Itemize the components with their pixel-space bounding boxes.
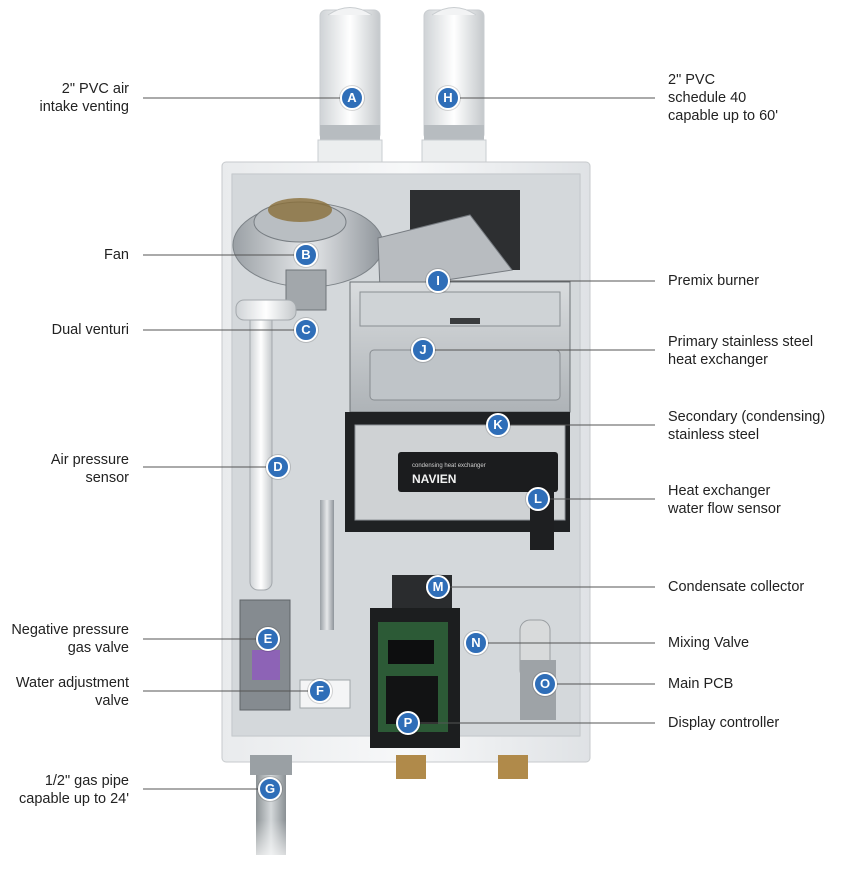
label-g: 1/2" gas pipe capable up to 24' (19, 772, 129, 808)
unit-tagline: condensing heat exchanger (412, 463, 486, 469)
marker-b: B (294, 243, 318, 267)
label-d-line-2: sensor (85, 470, 129, 486)
label-i-line-1: Premix burner (668, 273, 760, 289)
lower-components (370, 490, 556, 748)
bottom-pipes (250, 755, 528, 872)
label-c: Dual venturi (52, 321, 129, 339)
label-e-line-1: Negative pressure (11, 622, 129, 638)
label-b: Fan (104, 246, 129, 264)
label-f: Water adjustment valve (16, 674, 129, 710)
label-p: Display controller (668, 714, 779, 732)
label-p-line-1: Display controller (668, 715, 780, 731)
label-m-line-1: Condensate collector (668, 579, 805, 595)
label-l: Heat exchanger water flow sensor (668, 482, 781, 518)
marker-c: C (294, 318, 318, 342)
left-piping (235, 299, 351, 711)
marker-k: K (486, 413, 510, 437)
primary-heat-exchanger (349, 281, 571, 413)
label-l-line-1: Heat exchanger (668, 483, 771, 499)
label-o: Main PCB (668, 675, 733, 693)
label-m: Condensate collector (668, 578, 804, 596)
label-i: Premix burner (668, 272, 759, 290)
marker-o: O (533, 672, 557, 696)
unit-brand: NAVIEN (412, 472, 456, 486)
label-d-line-1: Air pressure (50, 452, 129, 468)
label-k: Secondary (condensing) stainless steel (668, 408, 825, 444)
label-o-line-1: Main PCB (668, 676, 734, 692)
marker-l: L (526, 487, 550, 511)
label-n: Mixing Valve (668, 634, 749, 652)
label-g-line-1: 1/2" gas pipe (44, 773, 129, 789)
marker-n: N (464, 631, 488, 655)
label-d: Air pressure sensor (51, 451, 129, 487)
label-k-line-2: stainless steel (668, 427, 760, 443)
label-e-line-2: gas valve (67, 640, 129, 656)
label-j-line-1: Primary stainless steel (668, 334, 814, 350)
label-c-line-1: Dual venturi (51, 322, 129, 338)
marker-d: D (266, 455, 290, 479)
label-f-line-2: valve (95, 693, 129, 709)
leader-lines (143, 97, 655, 790)
marker-j: J (411, 338, 435, 362)
label-h-line-1: 2" PVC (668, 72, 716, 88)
marker-h: H (436, 86, 460, 110)
marker-a: A (340, 86, 364, 110)
label-h-line-2: schedule 40 (668, 90, 747, 106)
marker-i: I (426, 269, 450, 293)
label-g-line-2: capable up to 24' (19, 791, 129, 807)
marker-m: M (426, 575, 450, 599)
label-a: 2" PVC air intake venting (40, 80, 129, 116)
marker-g: G (258, 777, 282, 801)
label-h: 2" PVC schedule 40 capable up to 60' (668, 71, 778, 125)
label-k-line-1: Secondary (condensing) (668, 409, 826, 425)
label-n-line-1: Mixing Valve (668, 635, 750, 651)
label-a-line-1: 2" PVC air (61, 81, 129, 97)
marker-f: F (308, 679, 332, 703)
label-j-line-2: heat exchanger (668, 352, 768, 368)
label-j: Primary stainless steel heat exchanger (668, 333, 813, 369)
marker-e: E (256, 627, 280, 651)
label-a-line-2: intake venting (39, 99, 129, 115)
marker-p: P (396, 711, 420, 735)
label-e: Negative pressure gas valve (11, 621, 129, 657)
vent-pipes (317, 7, 487, 165)
label-b-line-1: Fan (104, 247, 129, 263)
label-f-line-1: Water adjustment (15, 675, 129, 691)
label-h-line-3: capable up to 60' (668, 108, 778, 124)
label-l-line-2: water flow sensor (668, 501, 781, 517)
burner-housing (377, 190, 520, 291)
